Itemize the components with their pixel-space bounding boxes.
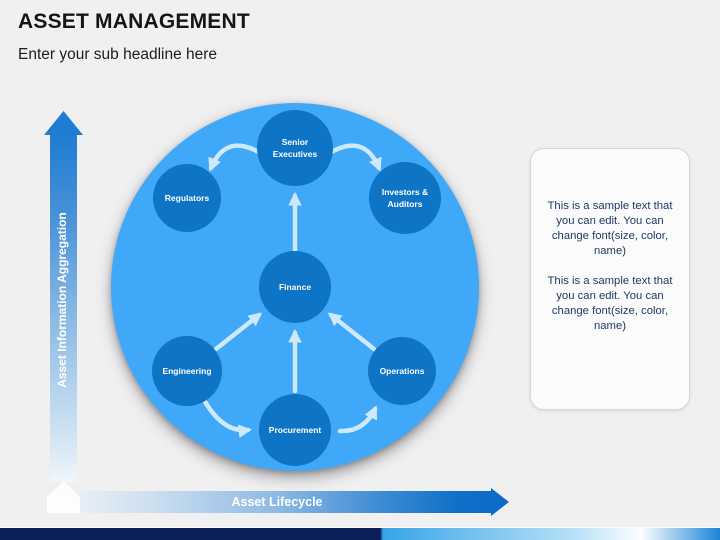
horizontal-axis-shaft: Asset Lifecycle <box>62 491 492 513</box>
vertical-axis-shaft <box>50 134 77 482</box>
note-paragraph: This is a sample text that you can edit.… <box>547 200 673 258</box>
node-label: Finance <box>278 281 312 292</box>
node-label: Senior Executives <box>272 136 318 159</box>
node-label: Operations <box>379 365 425 376</box>
horizontal-axis-label: Asset Lifecycle <box>231 495 323 509</box>
note-paragraphs: This is a sample text that you can edit.… <box>540 199 680 334</box>
node-label: Investors & Auditors <box>381 186 429 209</box>
node-procurement: Procurement <box>259 394 331 466</box>
node-investors-auditors: Investors & Auditors <box>369 162 441 234</box>
vertical-axis-label: Asset Information Aggregation <box>55 212 69 388</box>
node-label: Procurement <box>268 424 322 435</box>
right-arrowhead-icon <box>491 488 509 516</box>
node-label: Engineering <box>162 365 212 376</box>
note-paragraph: This is a sample text that you can edit.… <box>547 275 673 333</box>
node-operations: Operations <box>368 337 436 405</box>
node-regulators: Regulators <box>153 164 221 232</box>
slide-subtitle: Enter your sub headline here <box>18 46 218 63</box>
node-label: Regulators <box>164 192 210 203</box>
note-box: This is a sample text that you can edit.… <box>530 148 690 410</box>
node-engineering: Engineering <box>152 336 222 406</box>
footer-accent-bar <box>0 527 720 540</box>
slide-title: ASSET MANAGEMENT <box>18 10 250 33</box>
node-senior-executives: Senior Executives <box>257 110 333 186</box>
vertical-axis-notch-icon <box>47 481 80 513</box>
up-arrowhead-icon <box>44 111 83 135</box>
node-finance: Finance <box>259 251 331 323</box>
